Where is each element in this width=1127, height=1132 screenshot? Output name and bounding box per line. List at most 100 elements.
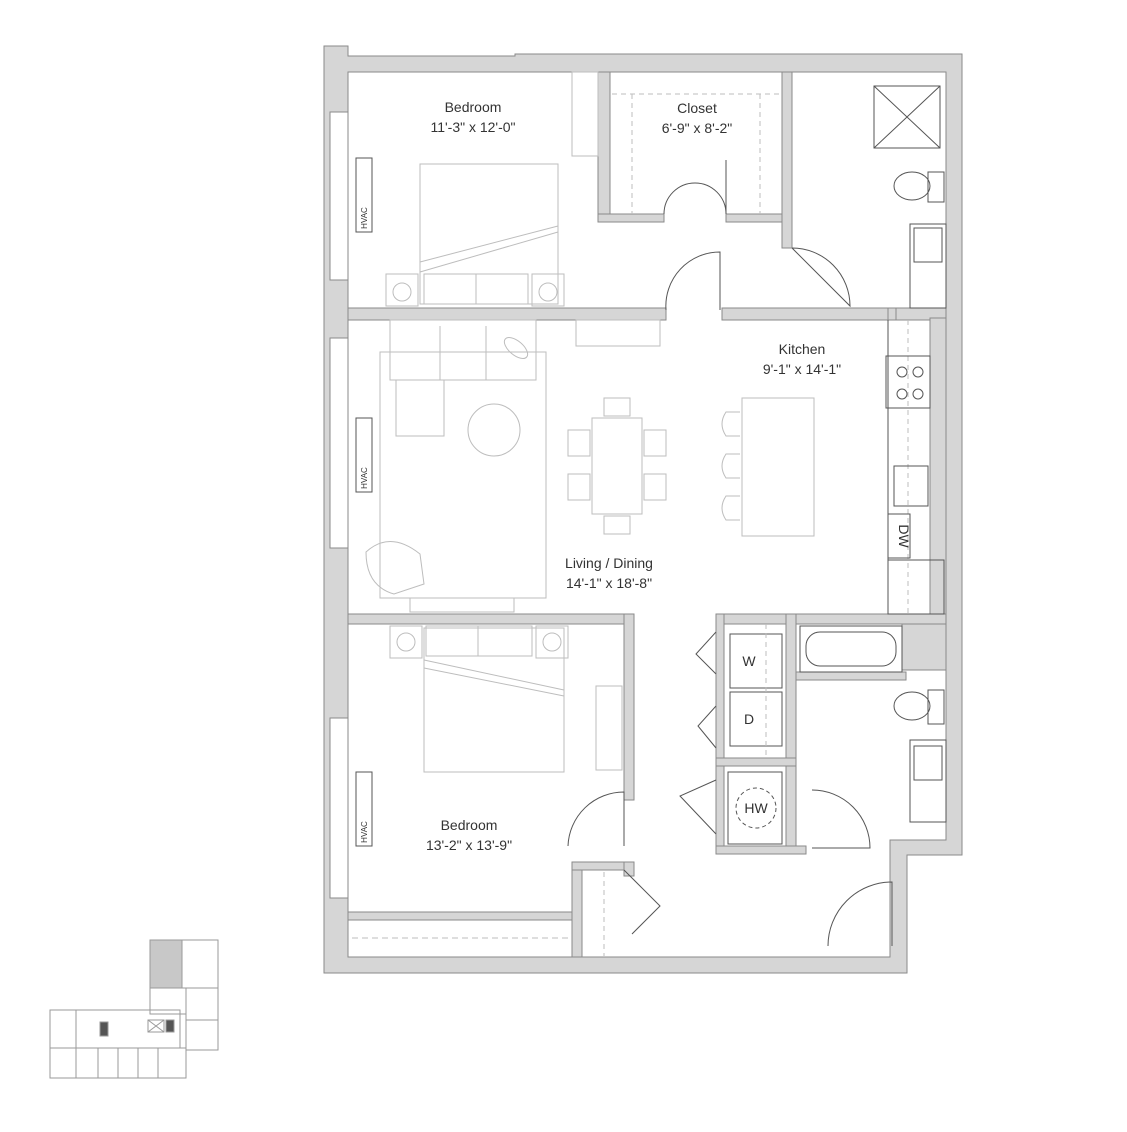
wall-closet-bottom — [597, 213, 665, 223]
shower-x — [873, 85, 941, 149]
lamp-left-bottom — [396, 632, 416, 652]
chair-d-5 — [643, 429, 667, 457]
door-closet — [663, 160, 727, 215]
wall-laundry-right — [785, 613, 797, 855]
shower — [873, 85, 941, 149]
label-kitchen: Kitchen — [779, 341, 826, 357]
island — [741, 397, 815, 537]
dryer — [729, 691, 783, 747]
key-plan-core-1 — [99, 1021, 109, 1037]
door-bedroom-bottom — [567, 791, 625, 847]
label-hvac-1: HVAC — [360, 207, 369, 229]
washer — [729, 633, 783, 689]
vanity-bottom — [909, 739, 947, 823]
key-plan-block-4 — [185, 1019, 219, 1051]
door-hall-closet — [623, 869, 661, 935]
kitchen-sink — [893, 465, 929, 507]
nightstand-left-top — [385, 273, 419, 307]
toilet-top — [893, 171, 931, 201]
bathtub — [799, 625, 903, 673]
chair-d-1 — [603, 397, 631, 417]
label-washer: W — [742, 653, 756, 669]
toilet-bottom — [893, 691, 931, 721]
burner-2 — [912, 366, 924, 378]
window-left-2 — [329, 337, 349, 549]
label-dishwasher: DW — [896, 524, 912, 548]
vanity-top — [909, 223, 947, 309]
key-plan-highlight — [149, 939, 183, 989]
stool-2 — [721, 453, 740, 479]
wall-hall-closet-right — [623, 861, 635, 877]
sofa-chaise — [395, 379, 445, 437]
key-plan-block-1 — [181, 939, 219, 989]
window-left-3 — [329, 717, 349, 899]
label-living: Living / Dining — [565, 555, 653, 571]
burner-3 — [896, 388, 908, 400]
hvac-unit-1 — [355, 157, 373, 233]
range — [885, 355, 931, 409]
dishwasher — [887, 513, 911, 559]
exterior-wall — [323, 45, 963, 974]
bathtub-inner — [805, 631, 897, 667]
bed-bottom — [423, 627, 565, 773]
nightstand-right-top — [531, 273, 565, 307]
wall-bath2-corner — [901, 623, 947, 671]
dining-table — [591, 417, 643, 515]
wall-bedroom-living — [347, 307, 667, 321]
door-laundry-1 — [695, 631, 717, 675]
dims-bedroom-top: 11'-3" x 12'-0" — [430, 119, 515, 135]
furniture — [352, 71, 947, 956]
burner-1 — [896, 366, 908, 378]
hvac-unit-3 — [355, 771, 373, 847]
door-bath2 — [811, 789, 871, 849]
bed-top — [419, 163, 559, 305]
sofa — [389, 319, 537, 381]
chair-d-3 — [567, 429, 591, 457]
burner-4 — [912, 388, 924, 400]
key-plan — [49, 939, 219, 1079]
water-heater-box — [727, 771, 783, 845]
wall-bath-top-bottom — [887, 307, 897, 321]
stool-3 — [721, 495, 740, 521]
wall-hall-closet-left — [571, 861, 583, 958]
dims-closet: 6'-9" x 8'-2" — [662, 120, 733, 136]
label-hvac-2: HVAC — [360, 467, 369, 489]
chair-d-4 — [567, 473, 591, 501]
pillow — [503, 337, 529, 359]
headboard-bottom — [425, 625, 533, 657]
key-plan-core-3 — [165, 1019, 175, 1033]
door-bath-top — [791, 247, 851, 308]
key-plan-core-2 — [147, 1019, 165, 1033]
doors — [567, 160, 893, 947]
label-bedroom-top: Bedroom — [445, 99, 502, 115]
water-heater — [735, 787, 777, 829]
bed-bottom-fold — [423, 659, 565, 697]
door-hw — [679, 779, 717, 835]
door-bedroom-top — [665, 251, 721, 311]
wall-closet-right — [781, 71, 793, 249]
wardrobe-top — [571, 71, 599, 157]
label-closet: Closet — [677, 100, 717, 116]
wall-bedroom-right — [623, 613, 635, 801]
bed-top-fold — [419, 225, 559, 273]
shelf-living — [575, 319, 661, 347]
rug-living — [379, 351, 547, 599]
label-hvac-3: HVAC — [360, 821, 369, 843]
door-laundry-2 — [697, 705, 717, 749]
hvac-unit-2 — [355, 417, 373, 493]
lamp-left-top — [392, 282, 412, 302]
label-dryer: D — [744, 711, 754, 727]
wall-closet-left — [597, 71, 611, 223]
chair-d-6 — [643, 473, 667, 501]
wall-bath2-mid — [795, 671, 907, 681]
wall-laundry-bot — [715, 845, 807, 855]
sink-top-bath — [913, 227, 943, 263]
dims-bedroom-bottom: 13'-2" x 13'-9" — [426, 837, 512, 853]
nightstand-right-bottom — [535, 625, 569, 659]
wall-bedroom-living-2 — [721, 307, 947, 321]
tv-console — [409, 597, 515, 613]
wall-bath2-top — [715, 613, 947, 625]
wall-laundry-mid — [715, 757, 797, 767]
